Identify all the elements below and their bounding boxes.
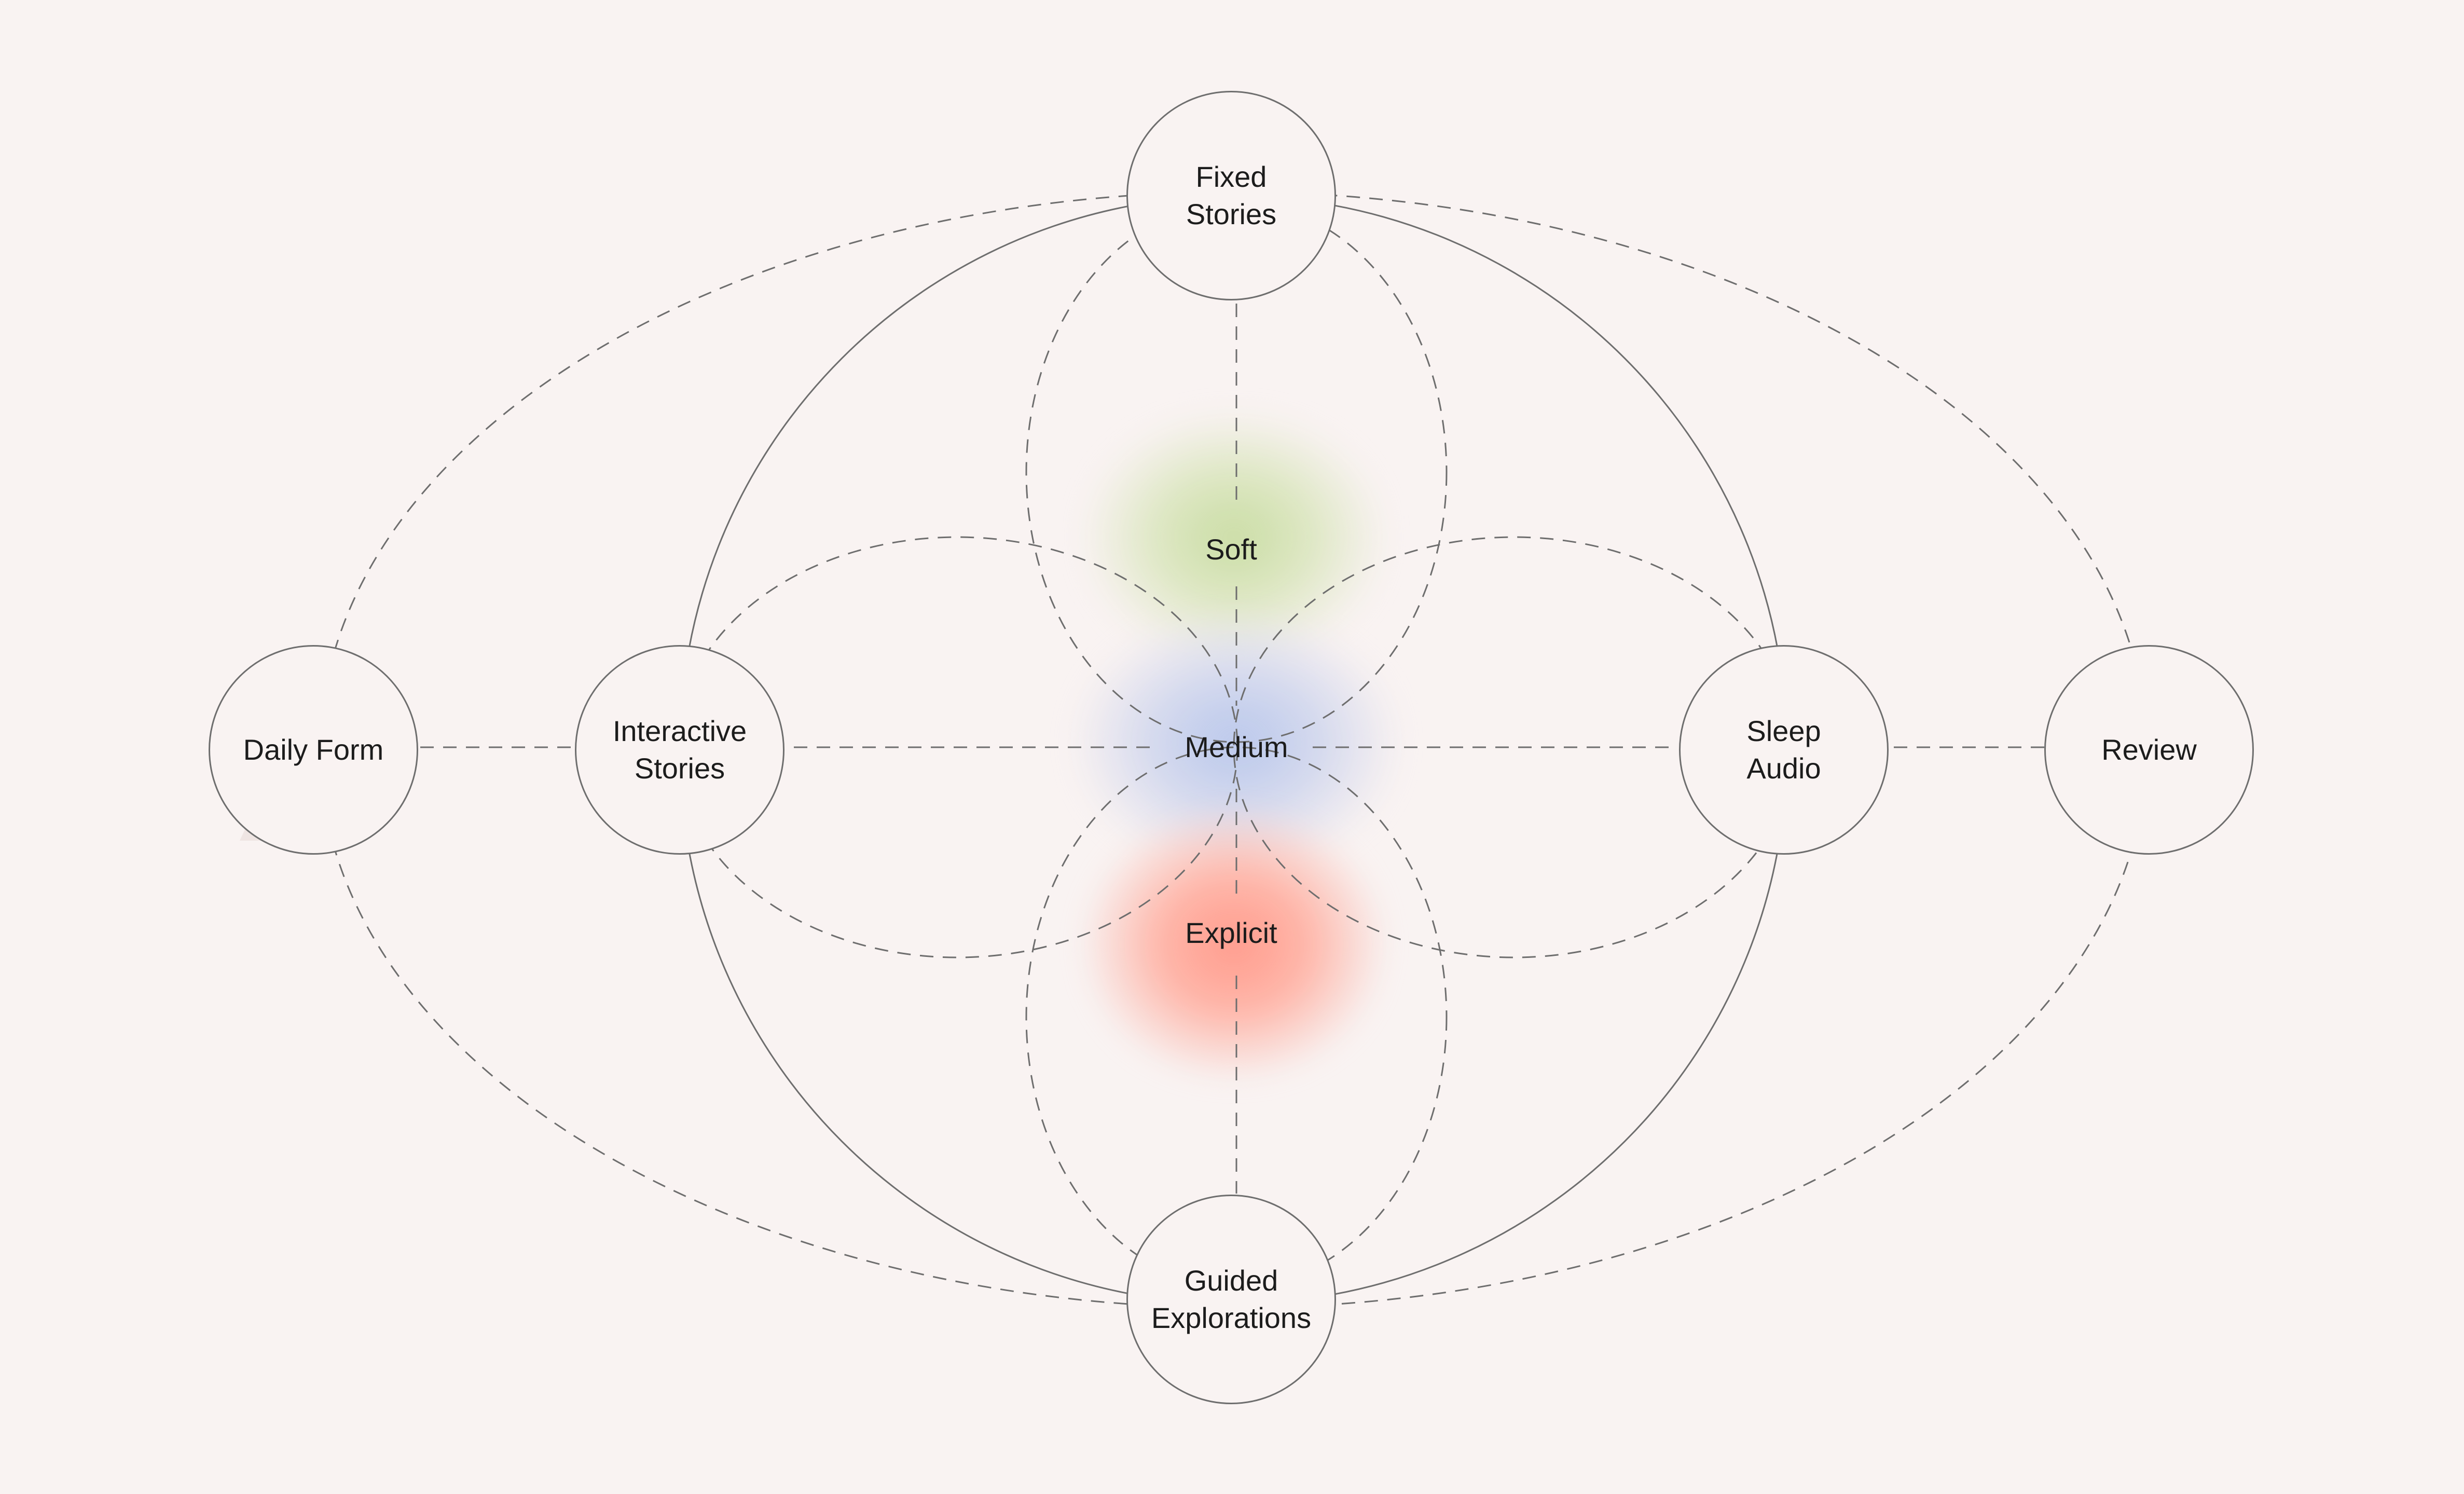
node-interactive-stories-label: Interactive Stories <box>612 715 747 785</box>
node-guided-explorations-label: Guided Explorations <box>1151 1264 1312 1334</box>
node-review[interactable]: Review <box>2044 645 2254 855</box>
node-interactive-stories[interactable]: Interactive Stories <box>575 645 784 855</box>
node-sleep-audio[interactable]: Sleep Audio <box>1679 645 1889 855</box>
node-sleep-audio-label: Sleep Audio <box>1746 715 1821 785</box>
node-fixed-stories-label: Fixed Stories <box>1186 160 1277 230</box>
node-fixed-stories[interactable]: Fixed Stories <box>1126 91 1336 300</box>
medium-label: Medium <box>1185 731 1288 763</box>
soft-label: Soft <box>1205 533 1257 566</box>
petal-left <box>676 536 1238 958</box>
explicit-label: Explicit <box>1185 916 1277 949</box>
petal-top <box>1025 201 1448 743</box>
node-review-label: Review <box>2101 733 2197 766</box>
node-daily-form[interactable]: Daily Form <box>209 645 418 855</box>
node-daily-form-label: Daily Form <box>243 733 384 766</box>
node-guided-explorations[interactable]: Guided Explorations <box>1126 1195 1336 1404</box>
